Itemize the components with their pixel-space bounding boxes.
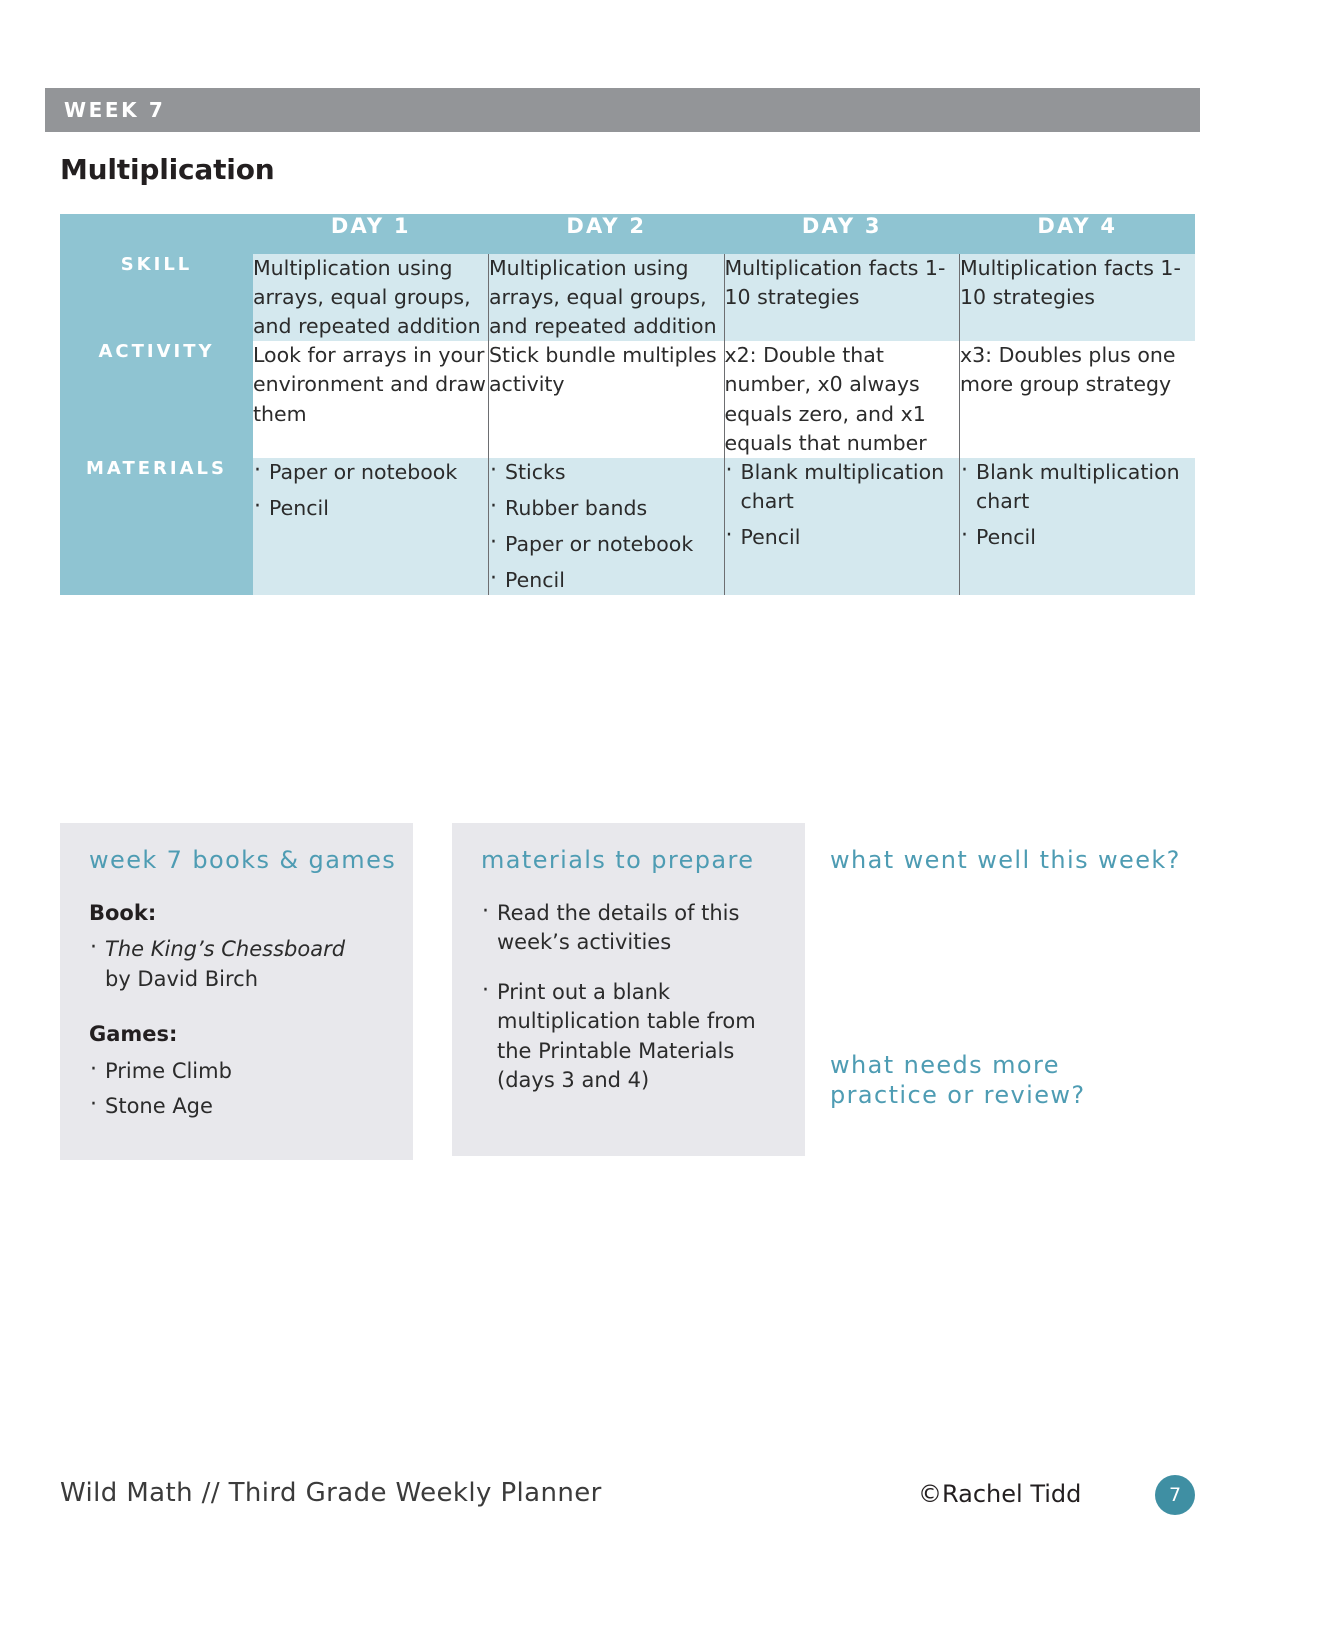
materials-list-day-2: SticksRubber bandsPaper or notebookPenci… — [489, 457, 724, 595]
books-box-heading: week 7 books & games — [89, 846, 397, 874]
skill-cell-day-4: Multiplication facts 1-10 strategies — [959, 254, 1195, 342]
prompt-what-went-well: what went well this week? — [830, 846, 1181, 874]
list-item: Pencil — [960, 522, 1195, 552]
skill-cell-day-2: Multiplication using arrays, equal group… — [488, 254, 724, 342]
header-corner-cell — [60, 214, 253, 254]
footer-copyright: ©Rachel Tidd — [918, 1480, 1082, 1508]
list-item: Read the details of this week’s activiti… — [481, 897, 787, 958]
prompt-needs-practice: what needs more practice or review? — [830, 1051, 1086, 1109]
row-label-activity: ACTIVITY — [60, 341, 253, 458]
week-banner: WEEK 7 — [45, 88, 1200, 132]
list-item: Paper or notebook — [253, 457, 488, 487]
list-item: The King’s Chessboard by David Birch — [89, 933, 395, 994]
materials-cell-day-1: Paper or notebookPencil — [253, 457, 489, 596]
list-item: Rubber bands — [489, 493, 724, 523]
table-header-row: DAY 1 DAY 2 DAY 3 DAY 4 — [60, 214, 1195, 254]
book-title: The King’s Chessboard — [105, 937, 346, 962]
row-label-materials: MATERIALS — [60, 457, 253, 596]
prepare-box-heading: materials to prepare — [481, 846, 755, 874]
column-header-day-2: DAY 2 — [488, 214, 724, 254]
activity-cell-day-4: x3: Doubles plus one more group strategy — [959, 341, 1195, 458]
book-list: The King’s Chessboard by David Birch — [89, 933, 395, 994]
materials-cell-day-3: Blank multiplication chartPencil — [723, 457, 960, 596]
materials-to-prepare-box: materials to prepare Read the details of… — [452, 823, 805, 1156]
activity-cell-day-1: Look for arrays in your environment and … — [253, 341, 489, 458]
books-box-body: Book: The King’s Chessboard by David Bir… — [89, 899, 395, 1127]
table-row-skill: SKILL Multiplication using arrays, equal… — [60, 254, 1195, 342]
list-item: Pencil — [725, 522, 960, 552]
games-list: Prime ClimbStone Age — [89, 1055, 395, 1122]
table-row-activity: ACTIVITY Look for arrays in your environ… — [60, 341, 1195, 458]
materials-list-day-3: Blank multiplication chartPencil — [725, 457, 960, 552]
books-and-games-box: week 7 books & games Book: The King’s Ch… — [60, 823, 413, 1160]
week-banner-label: WEEK 7 — [64, 98, 166, 122]
materials-list-day-1: Paper or notebookPencil — [253, 457, 488, 523]
list-item: Print out a blank multiplication table f… — [481, 976, 787, 1096]
row-label-skill: SKILL — [60, 254, 253, 342]
materials-cell-day-4: Blank multiplication chartPencil — [959, 457, 1195, 596]
activity-cell-day-2: Stick bundle multiples activity — [488, 341, 724, 458]
column-header-day-3: DAY 3 — [724, 214, 960, 254]
footer-title: Wild Math // Third Grade Weekly Planner — [60, 1478, 602, 1508]
list-item: Paper or notebook — [489, 529, 724, 559]
materials-list-day-4: Blank multiplication chartPencil — [960, 457, 1195, 552]
page-number-badge: 7 — [1155, 1475, 1195, 1515]
skill-cell-day-1: Multiplication using arrays, equal group… — [253, 254, 489, 342]
weekly-planner-table: DAY 1 DAY 2 DAY 3 DAY 4 SKILL Multiplica… — [60, 214, 1195, 596]
skill-cell-day-3: Multiplication facts 1-10 strategies — [723, 254, 960, 342]
column-header-day-1: DAY 1 — [253, 214, 489, 254]
list-item: Pencil — [253, 493, 488, 523]
prepare-list: Read the details of this week’s activiti… — [481, 897, 787, 1096]
list-item: Blank multiplication chart — [960, 457, 1195, 516]
list-item: Prime Climb — [89, 1055, 395, 1086]
list-item: Blank multiplication chart — [725, 457, 960, 516]
games-label: Games: — [89, 1022, 178, 1047]
materials-cell-day-2: SticksRubber bandsPaper or notebookPenci… — [488, 457, 724, 596]
prepare-box-body: Read the details of this week’s activiti… — [481, 897, 787, 1096]
column-header-day-4: DAY 4 — [959, 214, 1195, 254]
book-author: by David Birch — [105, 966, 259, 991]
page-title: Multiplication — [60, 153, 275, 186]
table-row-materials: MATERIALS Paper or notebookPencil Sticks… — [60, 457, 1195, 596]
list-item: Sticks — [489, 457, 724, 487]
list-item: Stone Age — [89, 1090, 395, 1121]
activity-cell-day-3: x2: Double that number, x0 always equals… — [723, 341, 960, 458]
list-item: Pencil — [489, 565, 724, 595]
book-label: Book: — [89, 901, 157, 925]
